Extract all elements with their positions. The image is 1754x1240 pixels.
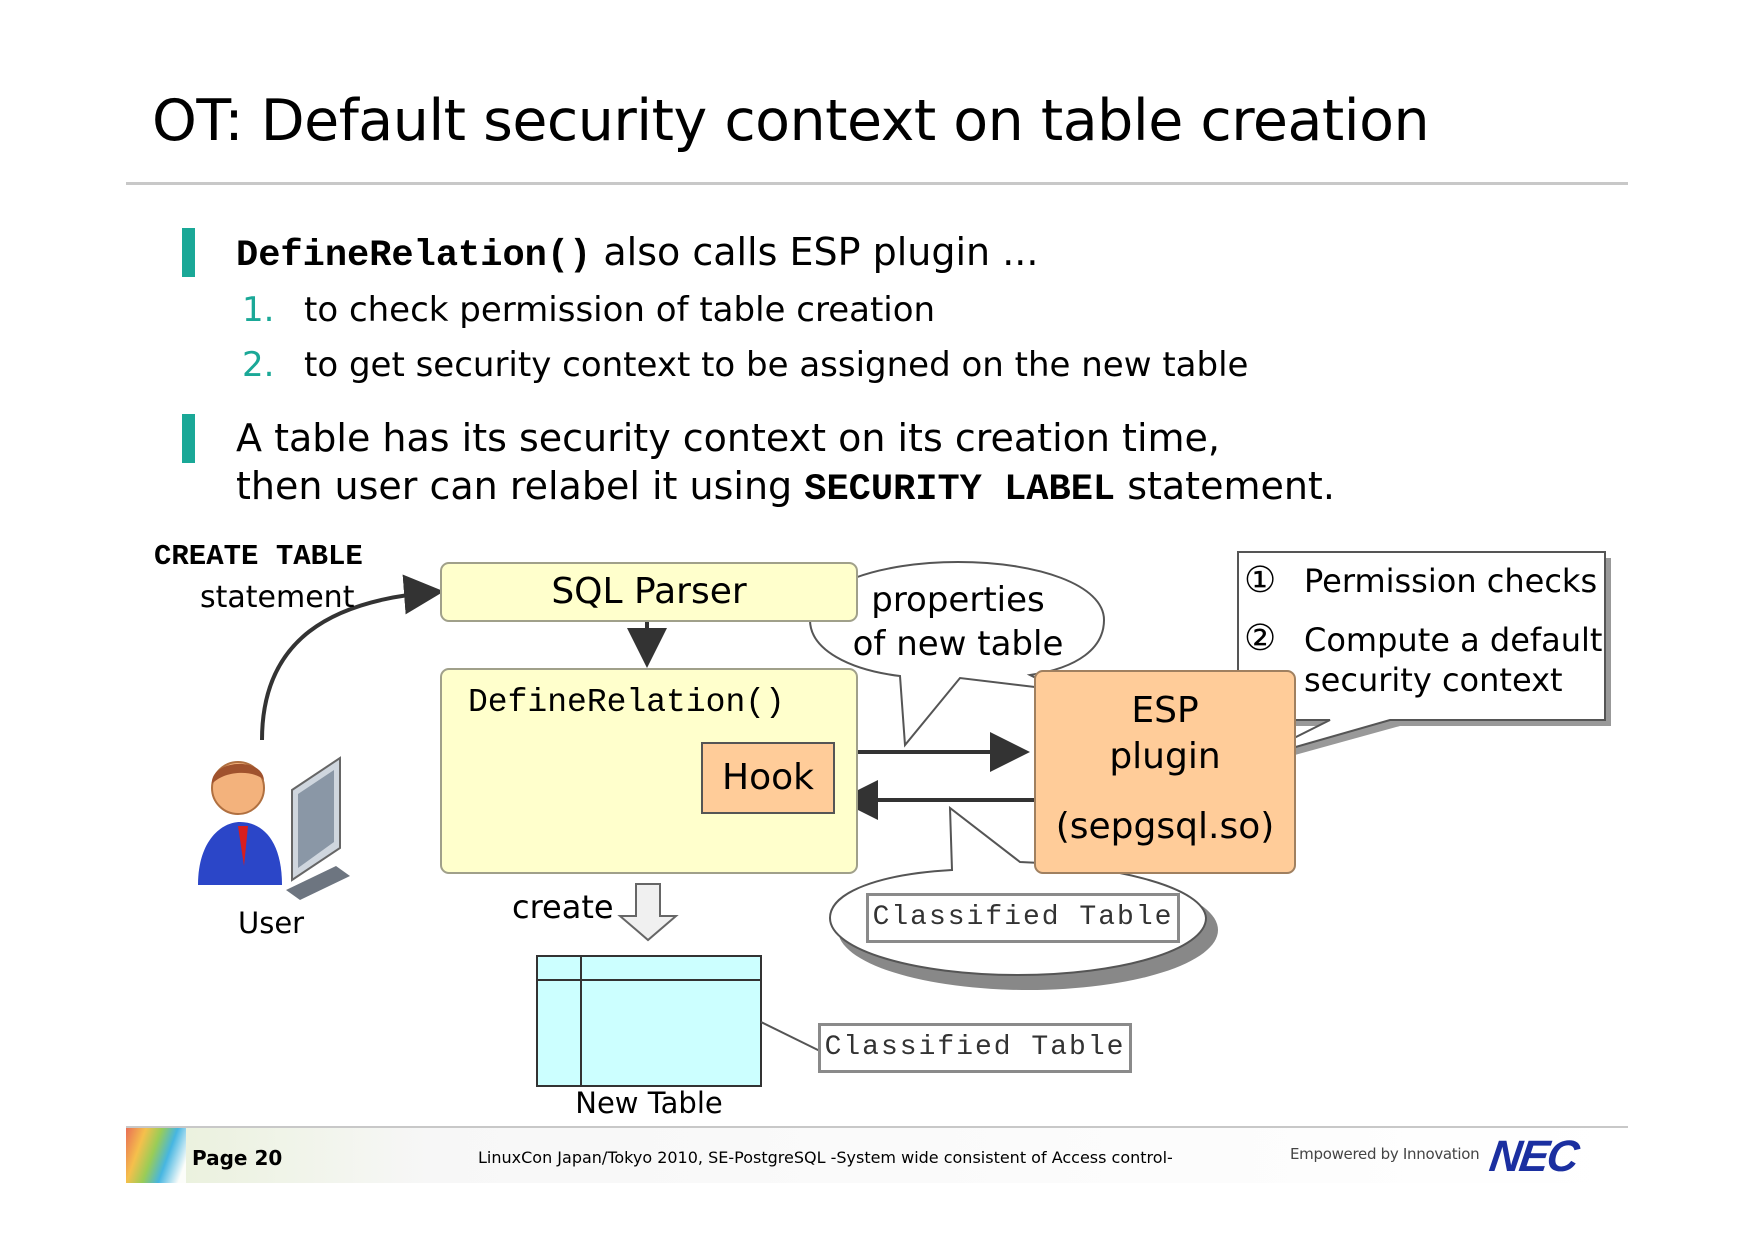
statement-label: statement (200, 580, 355, 615)
bullet-2-text-post: statement. (1115, 464, 1335, 508)
footer-logo-stripes (126, 1128, 186, 1183)
define-relation-label: DefineRelation() (468, 684, 785, 721)
circled-two: ② (1244, 618, 1277, 659)
bullet-1-item-1: 1. to check permission of table creation (242, 290, 935, 330)
bullet-1-code: DefineRelation() (236, 235, 592, 277)
title-divider (126, 182, 1628, 185)
item-number: 2. (242, 345, 275, 385)
esp-line-2: plugin (1109, 736, 1221, 777)
bullet-marker-1 (182, 228, 195, 277)
create-label: create (512, 888, 614, 926)
new-table-label: New Table (575, 1086, 723, 1120)
classified-bubble-label: Classified Table (866, 893, 1180, 943)
slide-title: OT: Default security context on table cr… (152, 88, 1430, 154)
properties-text: properties of new table (830, 578, 1086, 666)
esp-line-1: ESP (1131, 690, 1199, 731)
page-number: Page 20 (192, 1146, 283, 1170)
callout-item-2-text: Compute a default security context (1304, 620, 1602, 700)
statement-arrow (260, 574, 444, 741)
callout-item-2-line-1: Compute a default (1304, 621, 1603, 659)
footer-divider (126, 1126, 1628, 1128)
bullet-2-text-pre: then user can relabel it using (236, 464, 805, 508)
user-label: User (238, 906, 305, 940)
create-table-code: CREATE TABLE (154, 540, 363, 573)
callout-item-1: ① (1244, 560, 1276, 601)
circled-one: ① (1244, 560, 1277, 601)
item-text: to get security context to be assigned o… (304, 345, 1249, 385)
security-label-code: SECURITY LABEL (804, 469, 1116, 511)
classified-table-label: Classified Table (818, 1023, 1132, 1073)
item-number: 1. (242, 290, 275, 330)
create-arrow (617, 883, 679, 942)
sql-parser-label: SQL Parser (551, 571, 747, 612)
new-table-grid (536, 955, 762, 1087)
hook-label: Hook (722, 757, 814, 798)
table-label-connector (760, 1021, 823, 1053)
bullet-1-item-2: 2. to get security context to be assigne… (242, 345, 1248, 385)
bullet-2-line-1: A table has its security context on its … (236, 416, 1220, 460)
callout-item-1-text: Permission checks (1304, 562, 1598, 600)
nec-logo: NEC (1486, 1132, 1581, 1181)
sql-parser-box: SQL Parser (440, 562, 858, 622)
define-relation-box: DefineRelation() (440, 668, 858, 874)
bullet-1-text: also calls ESP plugin ... (591, 230, 1039, 274)
hook-box: Hook (701, 742, 835, 814)
callout-item-2-line-2: security context (1304, 661, 1563, 699)
bullet-1: DefineRelation() also calls ESP plugin .… (236, 228, 1038, 280)
properties-bubble (808, 560, 1106, 748)
footer-note: LinuxCon Japan/Tokyo 2010, SE-PostgreSQL… (478, 1148, 1173, 1167)
esp-line-3: (sepgsql.so) (1055, 806, 1275, 847)
properties-line-1: properties (871, 580, 1045, 620)
properties-line-2: of new table (852, 624, 1064, 664)
callout-item-2: ② (1244, 618, 1276, 659)
bullet-marker-2 (182, 414, 195, 463)
tagline: Empowered by Innovation (1290, 1145, 1480, 1163)
item-text: to check permission of table creation (304, 290, 936, 330)
bullet-2-line-2: then user can relabel it using SECURITY … (236, 462, 1335, 514)
esp-plugin-box: ESP plugin (sepgsql.so) (1034, 670, 1296, 874)
footer-band (126, 1128, 1628, 1183)
